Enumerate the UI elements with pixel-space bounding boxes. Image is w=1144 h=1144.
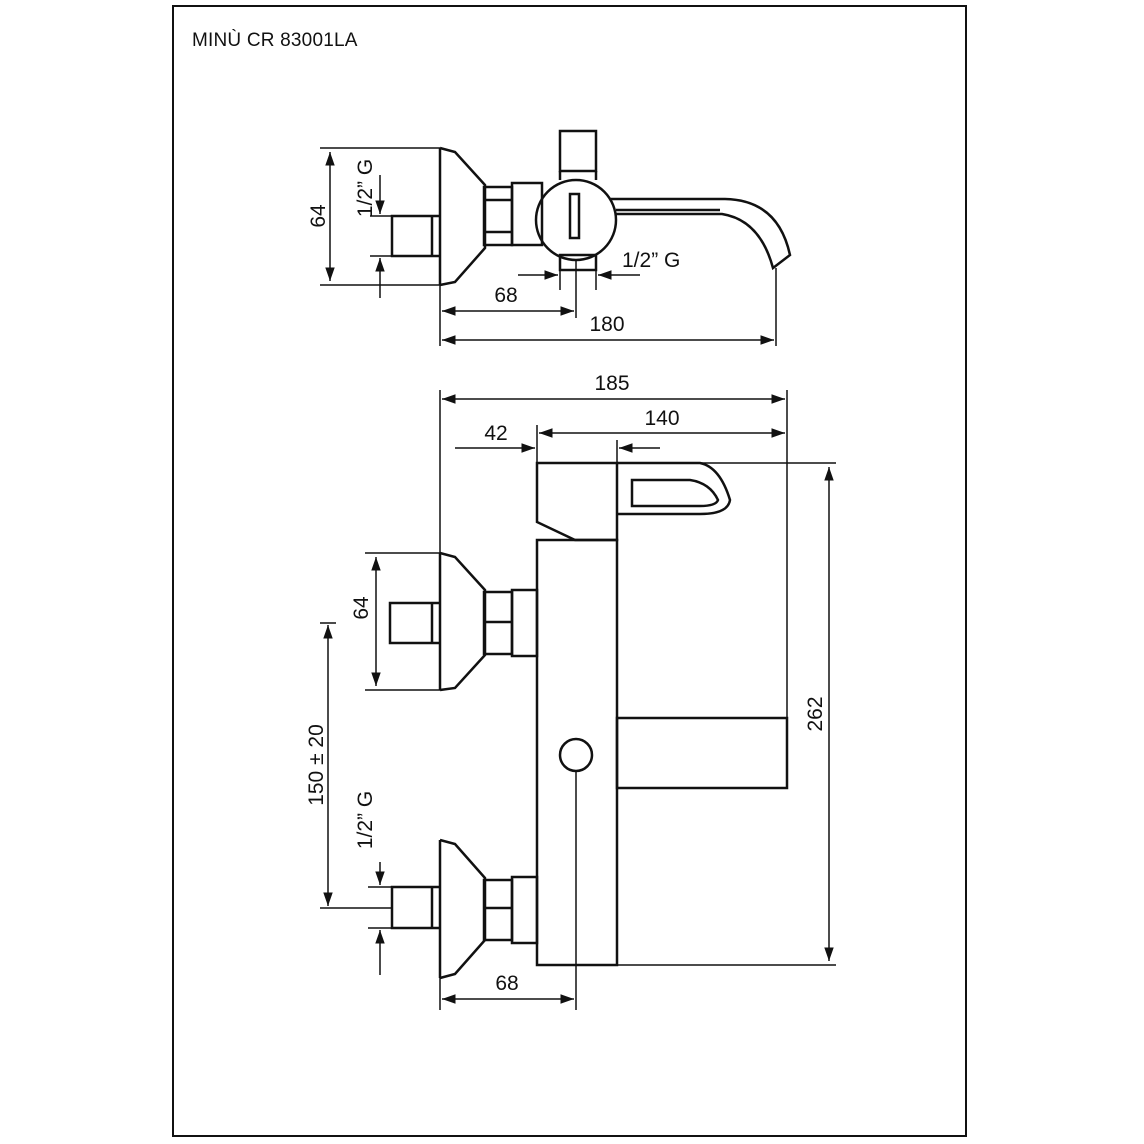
front-dim-262-label: 262: [804, 696, 827, 731]
front-dim-42: 42: [455, 422, 660, 453]
model-title: MINÙ CR 83001LA: [192, 30, 358, 51]
front-dim-140: 140: [536, 407, 785, 463]
front-dim-185: 185: [439, 372, 788, 718]
top-hex-nut: [482, 185, 514, 247]
front-lower-flange: [390, 838, 539, 980]
top-dim-180: 180: [442, 268, 777, 346]
top-outlet: [558, 253, 598, 272]
front-spout: [615, 716, 789, 790]
front-dim-64: 64: [350, 552, 440, 691]
top-inlet-fitting: [390, 214, 440, 258]
top-diverter-knob: [558, 129, 598, 180]
top-wall-flange: [438, 146, 487, 287]
front-lever: [535, 461, 732, 542]
front-dim-68: 68: [439, 771, 577, 1010]
top-spout: [611, 197, 792, 271]
front-dim-150: 150 ± 20: [305, 622, 392, 909]
top-dim-64: 64: [307, 147, 440, 286]
top-view: 64 1/2” G 1/2” G 68 1: [307, 129, 792, 346]
top-dim-64-label: 64: [307, 204, 330, 228]
front-dim-150-label: 150 ± 20: [305, 724, 328, 806]
top-dim-68: 68: [439, 260, 577, 346]
front-dim-thread: 1/2” G: [354, 791, 392, 975]
top-dim-68-label: 68: [494, 284, 517, 307]
top-dim-thread-left: 1/2” G: [354, 159, 392, 298]
front-dim-185-label: 185: [594, 372, 629, 395]
front-dim-262: 262: [617, 462, 836, 966]
front-dim-thread-label: 1/2” G: [354, 791, 377, 849]
top-dim-thread-right: 1/2” G: [518, 249, 680, 290]
top-dim-thread-right-label: 1/2” G: [622, 249, 680, 272]
front-dim-42-label: 42: [484, 422, 507, 445]
top-dim-180-label: 180: [589, 313, 624, 336]
front-view: 185 140 42 64 150 ± 20: [305, 372, 836, 1010]
top-body: [510, 181, 544, 247]
front-upper-flange: [388, 551, 539, 692]
front-dim-64-label: 64: [350, 596, 373, 620]
top-dim-thread-left-label: 1/2” G: [354, 159, 377, 217]
drawing-frame: [172, 5, 967, 1137]
top-lever-circle: [534, 178, 618, 262]
front-dim-140-label: 140: [644, 407, 679, 430]
front-main-body: [535, 538, 619, 967]
front-dim-68-label: 68: [495, 972, 518, 995]
front-diverter-button: [558, 737, 594, 773]
